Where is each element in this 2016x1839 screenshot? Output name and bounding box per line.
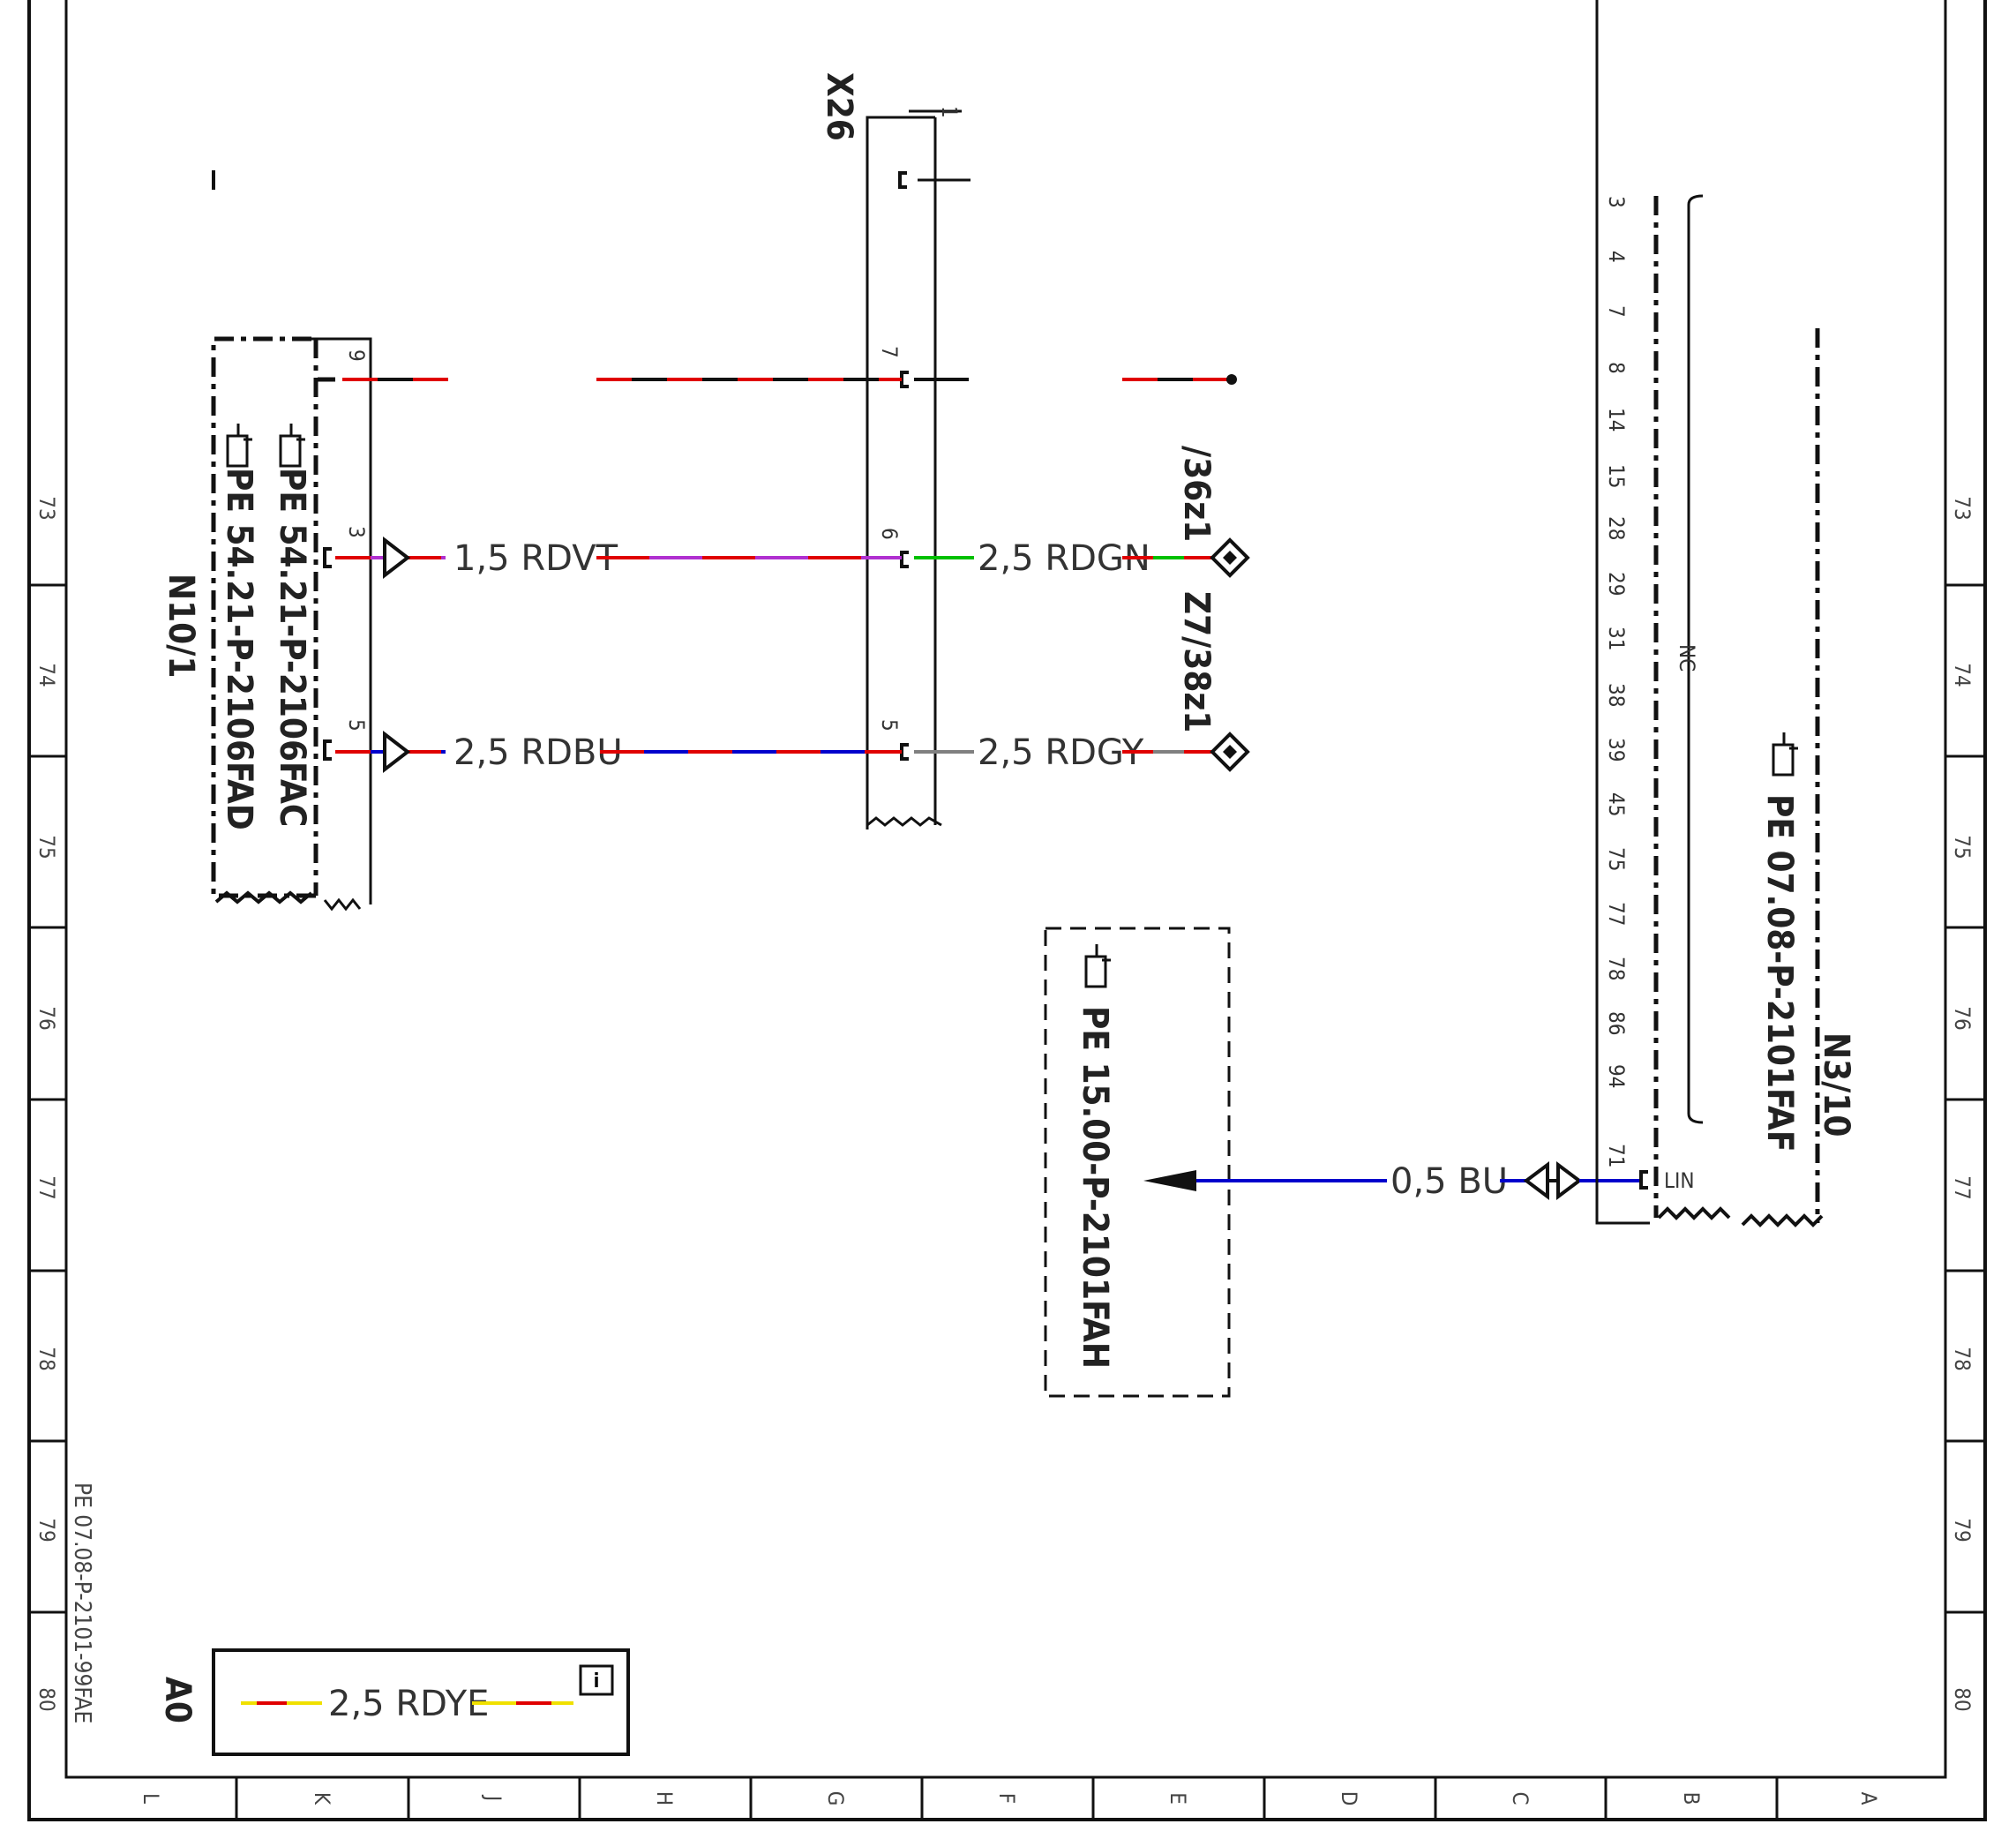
pin-label: 1 bbox=[937, 106, 962, 118]
row-number: 75 bbox=[1950, 835, 1975, 859]
wire-top-row bbox=[342, 374, 1237, 385]
pin-label: 9 bbox=[344, 349, 369, 362]
component-name: A0 bbox=[157, 1677, 198, 1723]
row-number: 73 bbox=[34, 496, 59, 520]
pin-label: 3 bbox=[344, 526, 369, 538]
column-letter: D bbox=[1337, 1791, 1361, 1806]
component-secondary-label: /36z1 bbox=[1176, 446, 1217, 542]
wire-label: 2,5 RDBU bbox=[453, 732, 623, 773]
n3-10-component: NC LIN 3 4 7 8 14 15 28 29 31 38 39 45 7… bbox=[1595, 0, 1856, 1227]
column-letter: K bbox=[310, 1792, 334, 1805]
row-number: 79 bbox=[1950, 1518, 1975, 1542]
row-number: 73 bbox=[1950, 496, 1975, 520]
pin-label: 3 bbox=[1604, 196, 1629, 208]
row-number: 78 bbox=[34, 1347, 59, 1370]
pin-label: 45 bbox=[1604, 792, 1629, 816]
svg-text:i: i bbox=[594, 1670, 600, 1693]
row-number: 78 bbox=[1950, 1347, 1975, 1370]
sheet-id: PE 07.08-P-2101-99FAE bbox=[69, 1482, 95, 1723]
row-dividers bbox=[29, 583, 1985, 1614]
nc-label: NC bbox=[1675, 644, 1699, 672]
x26-connector: X26 1 7 6 5 bbox=[819, 72, 971, 829]
wire-label: 2,5 RDGN bbox=[978, 538, 1150, 579]
row-number: 76 bbox=[34, 1006, 59, 1030]
wire-rdgn: 2,5 RDGN bbox=[914, 537, 1250, 579]
pin-label: 77 bbox=[1604, 902, 1629, 926]
component-name: X26 bbox=[819, 72, 859, 141]
pin-label: 5 bbox=[344, 719, 369, 732]
wire-label: 2,5 RDYE bbox=[328, 1684, 489, 1724]
pin-label: 15 bbox=[1604, 464, 1629, 488]
row-number: 75 bbox=[34, 835, 59, 859]
wire-label: 2,5 RDGY bbox=[978, 732, 1144, 773]
row-number: 77 bbox=[1950, 1175, 1975, 1199]
hand-pointer-icon bbox=[226, 424, 252, 468]
pin-label: 38 bbox=[1604, 683, 1629, 707]
row-number: 77 bbox=[34, 1175, 59, 1199]
pin-label: 31 bbox=[1604, 627, 1629, 650]
a0-legend: 2,5 RDYE i A0 bbox=[157, 1648, 630, 1756]
pin-label: 7 bbox=[1604, 305, 1629, 318]
pin-label: 78 bbox=[1604, 957, 1629, 980]
component-name: N3/10 bbox=[1816, 1032, 1856, 1137]
wire-rdgy: 2,5 RDGY bbox=[914, 732, 1250, 773]
row-number: 80 bbox=[34, 1687, 59, 1711]
wire-rdvt: 1,5 RDVT bbox=[335, 536, 902, 580]
wire-label: 0,5 BU bbox=[1390, 1161, 1508, 1202]
pin-label: 4 bbox=[1604, 251, 1629, 263]
row-number: 80 bbox=[1950, 1687, 1975, 1711]
hand-pointer-icon bbox=[1772, 732, 1798, 777]
row-number: 79 bbox=[34, 1518, 59, 1542]
column-letter: L bbox=[139, 1793, 163, 1804]
pin-label: 71 bbox=[1604, 1144, 1629, 1167]
ref-box: PE 15.00-P-2101FAH bbox=[1044, 927, 1231, 1398]
pin-label: 39 bbox=[1604, 738, 1629, 762]
ref-label: PE 54.21-P-2106FAD bbox=[219, 468, 259, 830]
row-number: 76 bbox=[1950, 1006, 1975, 1030]
row-numbers-right: 73 74 75 76 77 78 79 80 bbox=[1950, 496, 1975, 1711]
hand-pointer-icon bbox=[279, 424, 305, 468]
pin-label: 75 bbox=[1604, 847, 1629, 871]
row-number: 74 bbox=[1950, 663, 1975, 687]
column-dividers bbox=[235, 1777, 1779, 1820]
pin-label: 14 bbox=[1604, 408, 1629, 432]
row-numbers-left: 73 74 75 76 77 78 79 80 bbox=[34, 496, 59, 1711]
lin-label: LIN bbox=[1664, 1168, 1695, 1193]
pin-label: 29 bbox=[1604, 572, 1629, 596]
wire-rdbu: 2,5 RDBU bbox=[335, 730, 902, 774]
pin-label: 94 bbox=[1604, 1064, 1629, 1088]
drawing-frame bbox=[27, 0, 1987, 1821]
column-letter: B bbox=[1679, 1792, 1704, 1805]
column-letter: J bbox=[481, 1794, 506, 1801]
pin-label: 8 bbox=[1604, 362, 1629, 374]
column-letter: F bbox=[994, 1793, 1019, 1804]
hand-pointer-icon bbox=[1084, 944, 1111, 988]
row-number: 74 bbox=[34, 663, 59, 687]
column-letter: A bbox=[1856, 1792, 1881, 1805]
ground-connector-icon bbox=[1210, 732, 1250, 772]
column-letters: L K J H G F E D C B A bbox=[139, 1791, 1881, 1806]
pin-label: 86 bbox=[1604, 1011, 1629, 1035]
column-letter: E bbox=[1165, 1792, 1190, 1805]
wire-bu: 0,5 BU bbox=[1143, 1161, 1639, 1202]
pin-label: 5 bbox=[877, 719, 902, 732]
info-icon: i bbox=[579, 1664, 614, 1696]
wire-label: 1,5 RDVT bbox=[453, 538, 618, 579]
pin-label: 6 bbox=[877, 528, 902, 540]
pin-label: 7 bbox=[877, 346, 902, 358]
ref-label: PE 15.00-P-2101FAH bbox=[1075, 1006, 1115, 1369]
column-letter: C bbox=[1508, 1791, 1533, 1805]
ref-label: PE 07.08-P-2101FAF bbox=[1759, 794, 1800, 1152]
component-name: N10/1 bbox=[161, 574, 201, 678]
ref-label: PE 54.21-P-2106FAC bbox=[272, 468, 312, 827]
pin-label: 28 bbox=[1604, 516, 1629, 540]
bidirectional-arrow-icon bbox=[1523, 1161, 1583, 1200]
column-letter: G bbox=[823, 1791, 848, 1806]
ground-connector-icon bbox=[1210, 537, 1250, 578]
column-letter: H bbox=[652, 1791, 677, 1805]
component-name: Z7/38z1 bbox=[1176, 591, 1217, 732]
n10-1-component: 9 3 5 PE 54.21-P-2106FAC PE 54.21-P-2106… bbox=[161, 336, 372, 912]
